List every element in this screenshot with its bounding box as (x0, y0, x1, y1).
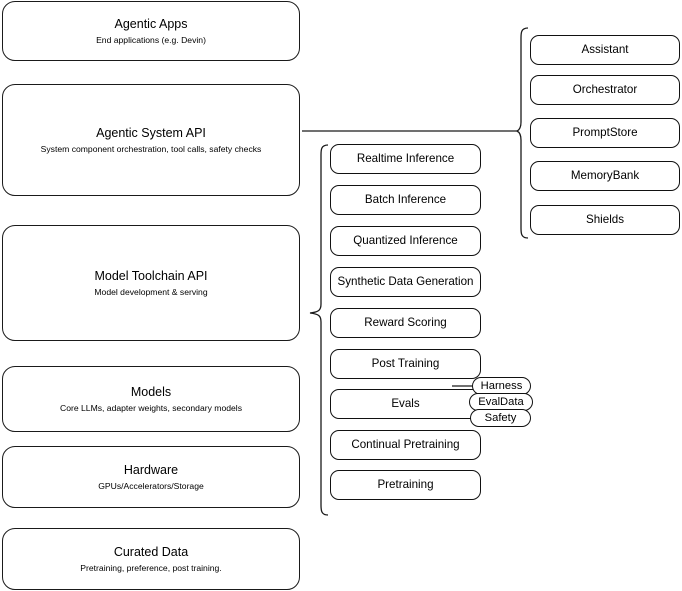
toolchain-component-synthetic-data-generation[interactable]: Synthetic Data Generation (330, 267, 481, 297)
toolchain-component-label: Batch Inference (364, 193, 447, 206)
stack-layer-subtitle: GPUs/Accelerators/Storage (98, 480, 204, 491)
toolchain-component-label: Pretraining (377, 478, 434, 491)
toolchain-component-label: Continual Pretraining (351, 438, 460, 451)
system-component-assistant[interactable]: Assistant (530, 35, 680, 65)
toolchain-component-label: Evals (391, 397, 420, 410)
toolchain-component-label: Quantized Inference (353, 234, 458, 247)
toolchain-component-label: Realtime Inference (356, 152, 455, 165)
eval-subcomponent-safety[interactable]: Safety (470, 409, 531, 427)
toolchain-component-label: Reward Scoring (364, 316, 447, 329)
system-component-label: Assistant (581, 43, 629, 56)
stack-layer-subtitle: System component orchestration, tool cal… (40, 143, 262, 154)
stack-layer-model-toolchain-api[interactable]: Model Toolchain API Model development & … (2, 225, 300, 341)
stack-layer-subtitle: Core LLMs, adapter weights, secondary mo… (60, 402, 242, 413)
stack-layer-models[interactable]: Models Core LLMs, adapter weights, secon… (2, 366, 300, 432)
toolchain-component-label: Post Training (371, 357, 440, 370)
toolchain-component-continual-pretraining[interactable]: Continual Pretraining (330, 430, 481, 460)
stack-layer-title: Models (130, 384, 172, 399)
toolchain-component-quantized-inference[interactable]: Quantized Inference (330, 226, 481, 256)
toolchain-component-reward-scoring[interactable]: Reward Scoring (330, 308, 481, 338)
stack-layer-title: Model Toolchain API (94, 268, 208, 283)
stack-layer-agentic-apps[interactable]: Agentic Apps End applications (e.g. Devi… (2, 1, 300, 61)
stack-layer-title: Agentic Apps (114, 16, 188, 31)
stack-layer-title: Hardware (123, 462, 179, 477)
system-component-orchestrator[interactable]: Orchestrator (530, 75, 680, 105)
brace-system-components (515, 27, 529, 239)
stack-layer-subtitle: Pretraining, preference, post training. (80, 562, 222, 573)
system-component-promptstore[interactable]: PromptStore (530, 118, 680, 148)
stack-layer-subtitle: End applications (e.g. Devin) (96, 34, 206, 45)
toolchain-component-pretraining[interactable]: Pretraining (330, 470, 481, 500)
system-component-shields[interactable]: Shields (530, 205, 680, 235)
system-component-label: MemoryBank (570, 169, 640, 182)
eval-subcomponent-label: Safety (484, 411, 517, 424)
toolchain-component-batch-inference[interactable]: Batch Inference (330, 185, 481, 215)
stack-layer-title: Agentic System API (96, 125, 206, 140)
stack-layer-curated-data[interactable]: Curated Data Pretraining, preference, po… (2, 528, 300, 590)
eval-subcomponent-label: EvalData (478, 395, 524, 408)
system-component-label: Shields (585, 213, 625, 226)
system-component-memorybank[interactable]: MemoryBank (530, 161, 680, 191)
stack-layer-hardware[interactable]: Hardware GPUs/Accelerators/Storage (2, 446, 300, 508)
system-component-label: Orchestrator (572, 83, 638, 96)
brace-toolchain-components (309, 144, 329, 516)
eval-subcomponent-label: Harness (480, 379, 523, 392)
eval-subcomponent-evaldata[interactable]: EvalData (469, 393, 533, 411)
system-component-label: PromptStore (572, 126, 638, 139)
toolchain-component-label: Synthetic Data Generation (337, 275, 474, 288)
stack-layer-subtitle: Model development & serving (94, 286, 208, 297)
toolchain-component-post-training[interactable]: Post Training (330, 349, 481, 379)
toolchain-component-evals[interactable]: Evals (330, 389, 481, 419)
stack-layer-title: Curated Data (113, 544, 189, 559)
toolchain-component-realtime-inference[interactable]: Realtime Inference (330, 144, 481, 174)
stack-layer-agentic-system-api[interactable]: Agentic System API System component orch… (2, 84, 300, 196)
